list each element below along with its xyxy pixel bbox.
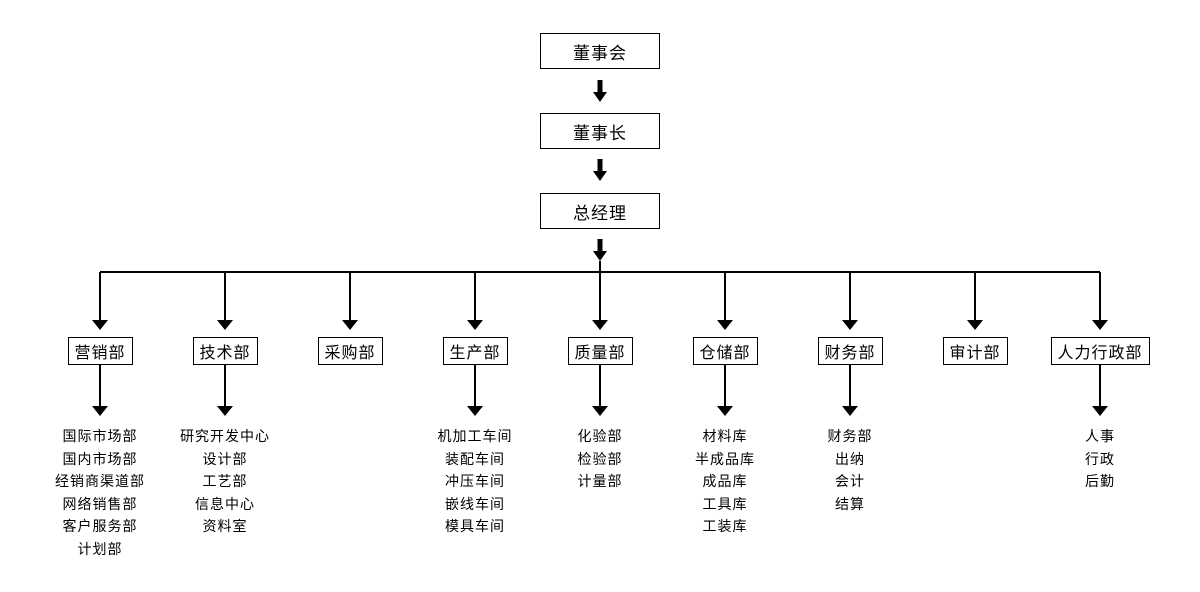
- dept-sub-arrow: [217, 365, 233, 416]
- dept-box: 财务部: [817, 337, 883, 365]
- dept-box: 人力行政部: [1050, 337, 1150, 365]
- sub-unit-item: 装配车间: [445, 451, 505, 468]
- sub-unit-item: 工具库: [702, 496, 748, 513]
- dept-drop-arrow: [1092, 272, 1108, 330]
- dept-drop-arrow: [842, 272, 858, 330]
- sub-unit-list: 化验部检验部计量部: [578, 426, 623, 494]
- sub-unit-item: 计量部: [577, 474, 623, 490]
- sub-unit-list: 人事行政后勤: [1085, 426, 1115, 494]
- dept-sub-arrow: [467, 365, 483, 416]
- chairman-label: 董事长: [573, 123, 627, 144]
- sub-unit-item: 行政: [1085, 451, 1115, 468]
- dept-label: 财务部: [824, 343, 876, 362]
- dept-sub-arrow: [1092, 365, 1108, 416]
- dept-box: 仓储部: [692, 337, 758, 365]
- sub-unit-item: 出纳: [835, 451, 865, 468]
- sub-unit-item: 设计部: [202, 451, 248, 468]
- sub-unit-item: 半成品库: [695, 451, 755, 468]
- sub-unit-item: 资料室: [202, 519, 248, 535]
- sub-unit-item: 研究开发中心: [180, 429, 270, 445]
- dept-label: 技术部: [199, 343, 251, 362]
- dept-drop-arrow: [717, 272, 733, 330]
- sub-unit-item: 检验部: [577, 451, 623, 468]
- chairman-box: 董事长: [540, 113, 660, 149]
- sub-unit-item: 财务部: [827, 429, 873, 445]
- dept-box: 营销部: [67, 337, 133, 365]
- dept-sub-arrow: [717, 365, 733, 416]
- sub-unit-item: 成品库: [702, 474, 748, 490]
- sub-unit-item: 工装库: [702, 519, 748, 535]
- dept-label: 营销部: [74, 343, 126, 362]
- sub-unit-item: 国际市场部: [62, 429, 138, 445]
- dept-sub-arrow: [592, 365, 608, 416]
- sub-unit-item: 冲压车间: [445, 474, 505, 490]
- board-box: 董事会: [540, 33, 660, 69]
- sub-unit-item: 网络销售部: [62, 496, 138, 513]
- dept-drop-arrow: [967, 272, 983, 330]
- sub-unit-list: 材料库半成品库成品库工具库工装库: [695, 426, 755, 539]
- sub-unit-item: 客户服务部: [62, 519, 138, 535]
- sub-unit-item: 经销商渠道部: [55, 474, 145, 490]
- sub-unit-item: 信息中心: [195, 496, 255, 513]
- general-manager-label: 总经理: [573, 203, 627, 224]
- dept-box: 审计部: [942, 337, 1008, 365]
- sub-unit-list: 国际市场部国内市场部经销商渠道部网络销售部客户服务部计划部: [55, 426, 145, 561]
- dept-sub-arrow: [92, 365, 108, 416]
- dept-box: 生产部: [442, 337, 508, 365]
- sub-unit-item: 材料库: [702, 429, 748, 445]
- sub-unit-list: 研究开发中心设计部工艺部信息中心资料室: [180, 426, 270, 539]
- sub-unit-item: 机加工车间: [437, 429, 513, 445]
- chairman-to-gm-arrow: [593, 159, 607, 181]
- dept-box: 质量部: [567, 337, 633, 365]
- sub-unit-item: 人事: [1085, 429, 1115, 445]
- general-manager-box: 总经理: [540, 193, 660, 229]
- sub-unit-item: 化验部: [577, 429, 623, 445]
- dept-label: 采购部: [324, 343, 376, 362]
- dept-drop-arrow: [92, 272, 108, 330]
- sub-unit-list: 机加工车间装配车间冲压车间嵌线车间模具车间: [438, 426, 513, 539]
- dept-box: 采购部: [317, 337, 383, 365]
- dept-sub-arrow: [842, 365, 858, 416]
- gm-to-depts-arrow: [593, 239, 607, 261]
- dept-label: 审计部: [949, 343, 1001, 362]
- sub-unit-item: 嵌线车间: [445, 496, 505, 513]
- sub-unit-item: 模具车间: [445, 519, 505, 535]
- dept-drop-arrow: [217, 272, 233, 330]
- sub-unit-item: 国内市场部: [62, 451, 138, 468]
- sub-unit-item: 计划部: [77, 541, 123, 558]
- sub-unit-list: 财务部出纳会计结算: [828, 426, 873, 516]
- sub-unit-item: 后勤: [1085, 474, 1115, 490]
- dept-drop-arrow: [342, 272, 358, 330]
- board-to-chairman-arrow: [593, 80, 607, 102]
- sub-unit-item: 工艺部: [202, 474, 248, 490]
- dept-drop-arrow: [592, 272, 608, 330]
- dept-box: 技术部: [192, 337, 258, 365]
- dept-label: 生产部: [449, 343, 501, 362]
- dept-drop-arrow: [467, 272, 483, 330]
- board-label: 董事会: [573, 43, 627, 64]
- dept-label: 质量部: [574, 343, 626, 362]
- sub-unit-item: 会计: [835, 474, 865, 490]
- dept-label: 仓储部: [699, 343, 751, 362]
- dept-label: 人力行政部: [1057, 343, 1143, 362]
- sub-unit-item: 结算: [835, 496, 865, 513]
